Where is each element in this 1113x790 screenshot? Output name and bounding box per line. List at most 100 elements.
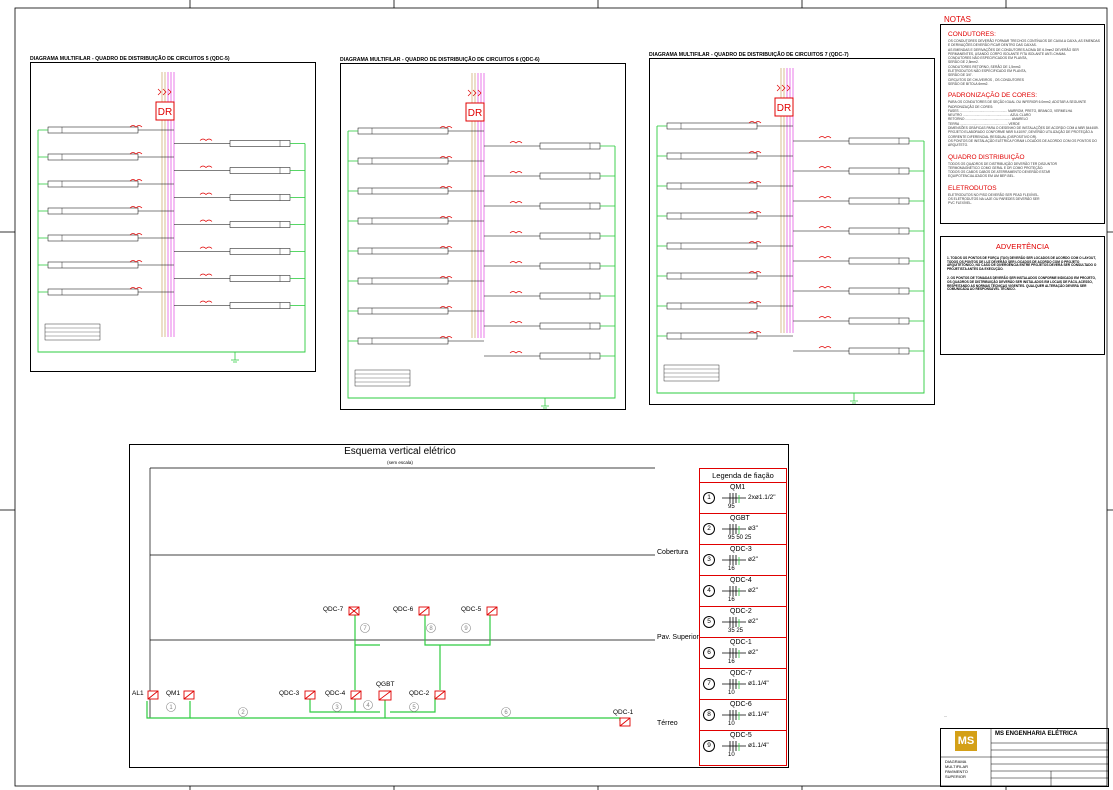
company-name: MS ENGENHARIA ELÉTRICA [995, 731, 1078, 737]
notes-title: NOTAS [944, 15, 971, 24]
legend-row-number: 6 [703, 647, 715, 659]
note-line: PVC FLEXÍVEL. [948, 201, 973, 206]
note-line: ELETRODUTOS NÃO ESPECIFICADO EM PLANTA, [948, 69, 1027, 74]
panel-qdc4 [350, 690, 362, 700]
panel-qm1 [183, 690, 195, 700]
breaker-icon [439, 186, 453, 189]
marker-3: 3 [332, 702, 342, 712]
advertencia-title: ADVERTÊNCIA [995, 242, 1050, 251]
breaker-icon [818, 346, 832, 349]
legend-row: 1 QM1 2xø1.1/2" 95 [700, 482, 786, 514]
legend-row-panel: QM1 [730, 484, 746, 491]
note-line: EQUIPOTENCIALIZADOS EM UM BEP-BEL. [948, 174, 1015, 179]
legend-row: 6 QDC-1 ø2" 16 [700, 637, 786, 669]
breaker-icon [509, 171, 523, 174]
conduit-al1-qm1 [146, 701, 191, 719]
breaker-icon [199, 219, 213, 222]
conduit-qdc2 [390, 696, 436, 713]
notes-lines-eletrodutos: ELETRODUTOS NO PISO DEVERÃO SER PEAD FLE… [941, 193, 1104, 206]
marker-7: 7 [360, 623, 370, 633]
breaker-icon [748, 151, 762, 154]
breaker-icon [748, 301, 762, 304]
note-line: CORRENTE DIFERENCIAL RESIDUAL (DISPOSITI… [948, 134, 1038, 139]
ground-loop [656, 126, 925, 394]
legend-row-gauge: 10 [728, 690, 735, 696]
note-line: OS CONDUTORES DEVERÃO FORMAR TRECHOS CON… [948, 39, 1100, 43]
legend-row-panel: QDC-1 [730, 639, 752, 646]
breaker-icon [129, 287, 143, 290]
legend-title: Legenda de fiação [700, 469, 786, 483]
legend-row-conduit: ø2" [748, 618, 758, 625]
legend-row: 3 QDC-3 ø2" 16 [700, 544, 786, 576]
breaker-icon [818, 226, 832, 229]
legend-row-number: 3 [703, 554, 715, 566]
wire-bundle-icon [722, 648, 746, 658]
legend-row-conduit: ø2" [748, 587, 758, 594]
floor-label-superior: Pav. Superior [657, 634, 699, 641]
legend-row-gauge: 35 25 [728, 628, 744, 634]
note-line: TODOS OS QUADROS DE DISTRIBUIÇÃO DEVERÃO… [948, 161, 1057, 166]
legend-row: 8 QDC-6 ø1.1/4" 10 [700, 699, 786, 731]
breaker-icon [748, 271, 762, 274]
breaker-icon [818, 316, 832, 319]
breaker-icon [439, 246, 453, 249]
legend-row-gauge: 10 [728, 752, 735, 758]
diagram-title-qdc6: DIAGRAMA MULTIFILAR - QUADRO DE DISTRIBU… [340, 57, 540, 63]
marker-text: 1 [169, 705, 173, 711]
breaker-icon [818, 286, 832, 289]
legend-row-number: 8 [703, 709, 715, 721]
legend-row-conduit: ø1.1/4" [748, 680, 769, 687]
legend-row-gauge: 16 [728, 597, 735, 603]
legend-row-gauge: 16 [728, 659, 735, 665]
conduit-qdc3 [309, 696, 380, 713]
board-label-qdc6: QDC-6 [393, 606, 414, 613]
legend-row: 7 QDC-7 ø1.1/4" 10 [700, 668, 786, 700]
breaker-icon [818, 256, 832, 259]
legend-row-panel: QDC-5 [730, 732, 752, 739]
marker-text: 7 [363, 626, 367, 632]
wire-bundle-icon [722, 493, 746, 503]
breaker-icon [199, 165, 213, 168]
ground-loop [37, 130, 306, 353]
advertencia-item-2: 2. OS PONTOS DE TOMADAS DEVERÃO SER INST… [947, 276, 1096, 292]
wire-bundle-icon [722, 586, 746, 596]
breaker-icon [509, 261, 523, 264]
legend-row-number: 1 [703, 492, 715, 504]
legend-row-conduit: ø2" [748, 649, 758, 656]
main-breaker-icon [776, 84, 791, 92]
legend-row-panel: QDC-6 [730, 701, 752, 708]
board-label-qdc7: QDC-7 [323, 606, 344, 613]
breaker-icon [439, 126, 453, 129]
panel-qdc1 [619, 717, 631, 727]
wire-bundle-icon [722, 617, 746, 627]
legend-row-number: 9 [703, 740, 715, 752]
breaker-icon [129, 260, 143, 263]
wire-bundle-icon [722, 524, 746, 534]
panel-qdc6 [418, 606, 430, 616]
legend-row-conduit: ø1.1/4" [748, 711, 769, 718]
board-label-al1: AL1 [132, 690, 144, 697]
note-line: CONDUTORES RETORNO, SERÃO DE 1,5mm2. [948, 64, 1022, 69]
main-breaker-icon [467, 89, 482, 97]
breaker-icon [129, 152, 143, 155]
note-line: TERRA ..................................… [948, 121, 1020, 126]
legend-row-conduit: ø3" [748, 525, 758, 532]
note-line: NEUTRO .................................… [948, 113, 1031, 118]
legend-row-panel: QDC-3 [730, 546, 752, 553]
legend-row: 2 QGBT ø3" 95 50 25 [700, 513, 786, 545]
note-line: OS PONTOS DE INSTALAÇÃO ELÉTRICA FORAM L… [948, 138, 1097, 143]
breaker-icon [439, 336, 453, 339]
tb-author-note: — [944, 714, 947, 718]
board-label-qgbt: QGBT [376, 681, 395, 688]
dr-box [774, 97, 794, 117]
notes-heading-quadro: QUADRO DISTRIBUIÇÃO [948, 153, 1025, 161]
breaker-icon [129, 206, 143, 209]
breaker-icon [748, 331, 762, 334]
breaker-icon [199, 246, 213, 249]
legend-row-conduit: ø1.1/4" [748, 742, 769, 749]
notes-lines-quadro: TODOS OS QUADROS DE DISTRIBUIÇÃO DEVERÃO… [941, 162, 1104, 179]
breaker-icon [748, 181, 762, 184]
ground-icon [541, 398, 549, 409]
